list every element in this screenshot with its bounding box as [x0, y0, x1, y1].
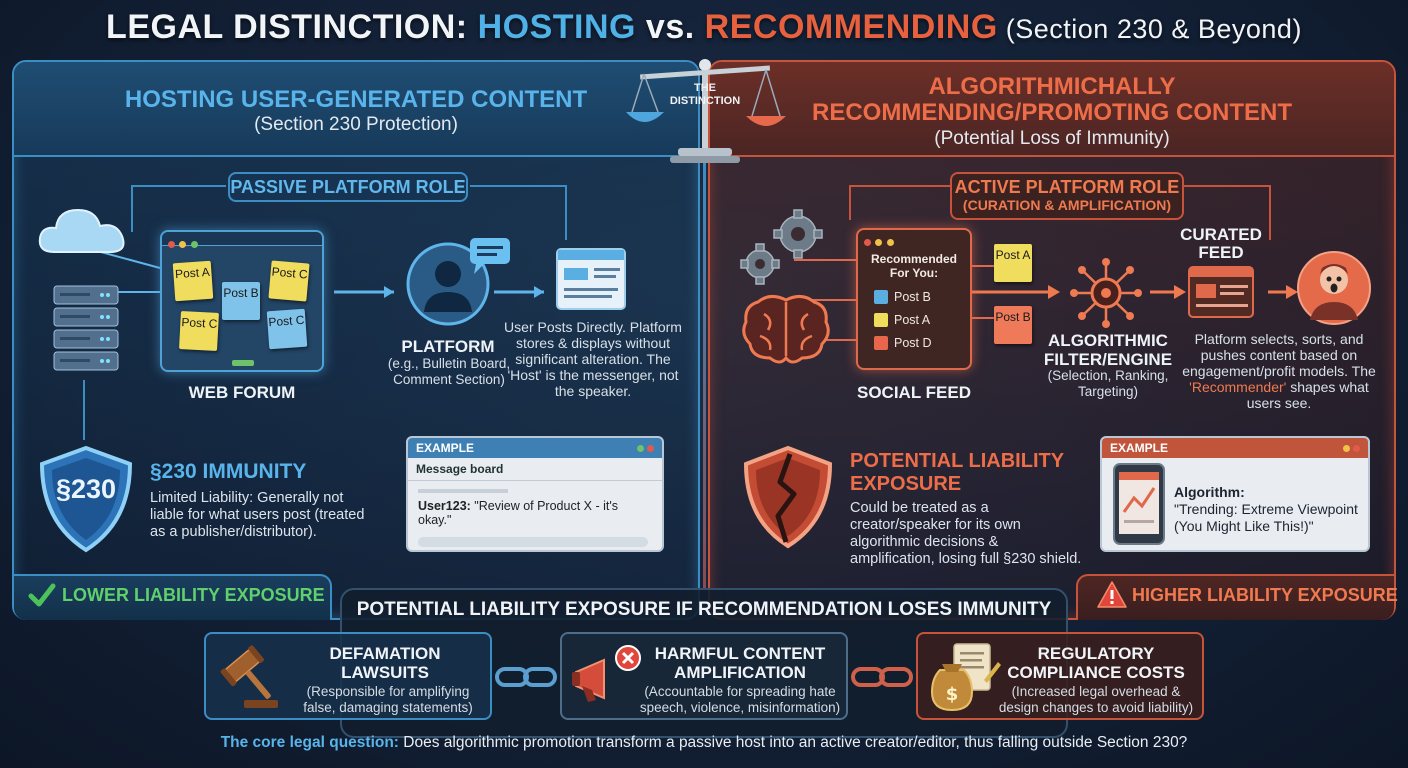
- hosting-description: User Posts Directly. Platform stores & d…: [504, 319, 682, 399]
- social-feed-label: SOCIAL FEED: [857, 383, 971, 402]
- active-role-pill: ACTIVE PLATFORM ROLE (CURATION & AMPLIFI…: [950, 172, 1184, 220]
- recommending-description: Platform selects, sorts, and pushes cont…: [1182, 331, 1376, 411]
- megaphone-icon: [572, 645, 641, 702]
- bottom-heading: POTENTIAL LIABILITY EXPOSURE IF RECOMMEN…: [356, 599, 1052, 620]
- passive-role-pill: PASSIVE PLATFORM ROLE: [228, 172, 468, 202]
- defamation-title: DEFAMATION LAWSUITS: [329, 644, 441, 682]
- lower-exposure-label: LOWER LIABILITY EXPOSURE: [62, 585, 325, 605]
- example-algorithm-message: "Trending: Extreme Viewpoint (You Might …: [1174, 501, 1358, 534]
- money-bag-icon: $: [930, 643, 1001, 712]
- recommending-connector-lines: [794, 185, 1298, 341]
- harmful-content-box: [560, 632, 848, 720]
- immunity-text: Limited Liability: Generally not liable …: [150, 490, 365, 540]
- regulatory-sub: (Increased legal overhead & design chang…: [998, 684, 1194, 715]
- cloud-icon: [38, 208, 125, 253]
- window-titlebar: [162, 232, 322, 248]
- feed-list: Post B Post A Post D: [858, 282, 970, 359]
- sticky-note: Post B: [994, 306, 1032, 344]
- user-avatar-icon: [406, 238, 510, 326]
- page-title: LEGAL DISTINCTION: HOSTING vs. RECOMMEND…: [106, 8, 1302, 46]
- gavel-icon: [220, 645, 278, 708]
- checkmark-icon: [28, 583, 56, 607]
- immunity-title: §230 IMMUNITY: [150, 460, 307, 483]
- feed-item: Post D: [874, 332, 954, 355]
- feed-header: Recommended For You:: [870, 252, 958, 280]
- web-forum-label: WEB FORUM: [188, 383, 296, 402]
- sticky-note: Post C: [179, 311, 219, 351]
- recommending-heading-line1: ALGORITHMICHALLY: [928, 73, 1176, 100]
- hosting-heading: HOSTING USER-GENERATED CONTENT: [124, 86, 588, 113]
- recommending-header-band: [710, 62, 1394, 157]
- scale-icon: [626, 59, 786, 163]
- forum-status-bar: [232, 360, 254, 366]
- example-message: User123: "Review of Product X - it's oka…: [418, 499, 618, 527]
- platform-sub: (e.g., Bulletin Board, Comment Section): [387, 356, 511, 387]
- sticky-note: Post C: [266, 308, 308, 350]
- recommending-subheading: (Potential Loss of Immunity): [934, 128, 1170, 149]
- platform-label: PLATFORM: [401, 337, 495, 356]
- alarmed-user-icon: [1297, 251, 1371, 325]
- example-header: EXAMPLE: [1102, 438, 1368, 458]
- warning-icon: [1097, 581, 1127, 608]
- feed-item: Post B: [874, 286, 954, 309]
- social-feed-window: Recommended For You: Post B Post A Post …: [856, 228, 972, 370]
- example-board-title: Message board: [408, 458, 662, 481]
- sticky-note: Post A: [994, 244, 1032, 282]
- example-header: EXAMPLE: [408, 438, 662, 458]
- sticky-note: Post B: [222, 282, 260, 320]
- example-algorithm-title: Algorithm:: [1174, 484, 1245, 500]
- defamation-sub: (Responsible for amplifying false, damag…: [303, 684, 473, 715]
- recommending-heading-line2: RECOMMENDING/PROMOTING CONTENT: [812, 99, 1292, 126]
- hosting-header-band: [14, 62, 698, 157]
- chain-link-icon: [495, 667, 557, 687]
- broken-shield-icon: [743, 445, 833, 549]
- phone-icon: [1113, 463, 1165, 545]
- liability-title: POTENTIAL LIABILITY EXPOSURE: [850, 450, 1064, 495]
- core-question: The core legal question: Does algorithmi…: [220, 734, 1188, 751]
- hosting-subheading: (Section 230 Protection): [254, 114, 458, 135]
- liability-text: Could be treated as a creator/speaker fo…: [850, 500, 1082, 567]
- server-icon: [53, 285, 119, 371]
- curated-feed-label: CURATED FEED: [1180, 225, 1262, 262]
- lower-exposure-badge: [14, 574, 332, 620]
- svg-text:$: $: [946, 684, 959, 705]
- shield-text: §230: [55, 474, 117, 504]
- harmful-content-sub: (Accountable for spreading hate speech, …: [639, 684, 841, 715]
- scale-label: THE DISTINCTION: [669, 82, 741, 107]
- engine-sub: (Selection, Ranking, Targeting): [1047, 368, 1169, 399]
- center-divider: [703, 150, 706, 590]
- higher-exposure-badge: [1076, 574, 1394, 620]
- sticky-note: Post C: [268, 260, 310, 302]
- reply-input: [418, 537, 648, 547]
- shield-icon: [39, 445, 133, 553]
- chain-link-icon: [851, 667, 913, 687]
- gear-icon: [740, 209, 823, 285]
- curated-feed-window: [1188, 266, 1254, 318]
- network-hub-icon: [1070, 258, 1142, 328]
- window-titlebar: [858, 230, 970, 246]
- browser-window-icon: [556, 248, 626, 310]
- speech-bubble-icon: [470, 238, 510, 274]
- higher-exposure-label: HIGHER LIABILITY EXPOSURE: [1132, 585, 1398, 605]
- feed-item: Post A: [874, 309, 954, 332]
- sticky-note: Post A: [172, 260, 214, 302]
- hosting-example-box: EXAMPLE Message board User123: "Review o…: [406, 436, 664, 552]
- regulatory-title: REGULATORY COMPLIANCE COSTS: [1007, 644, 1185, 682]
- engine-title: ALGORITHMIC FILTER/ENGINE: [1043, 331, 1173, 369]
- harmful-content-title: HARMFUL CONTENT AMPLIFICATION: [654, 644, 826, 682]
- brain-icon: [742, 295, 830, 364]
- placeholder-line: [418, 489, 508, 493]
